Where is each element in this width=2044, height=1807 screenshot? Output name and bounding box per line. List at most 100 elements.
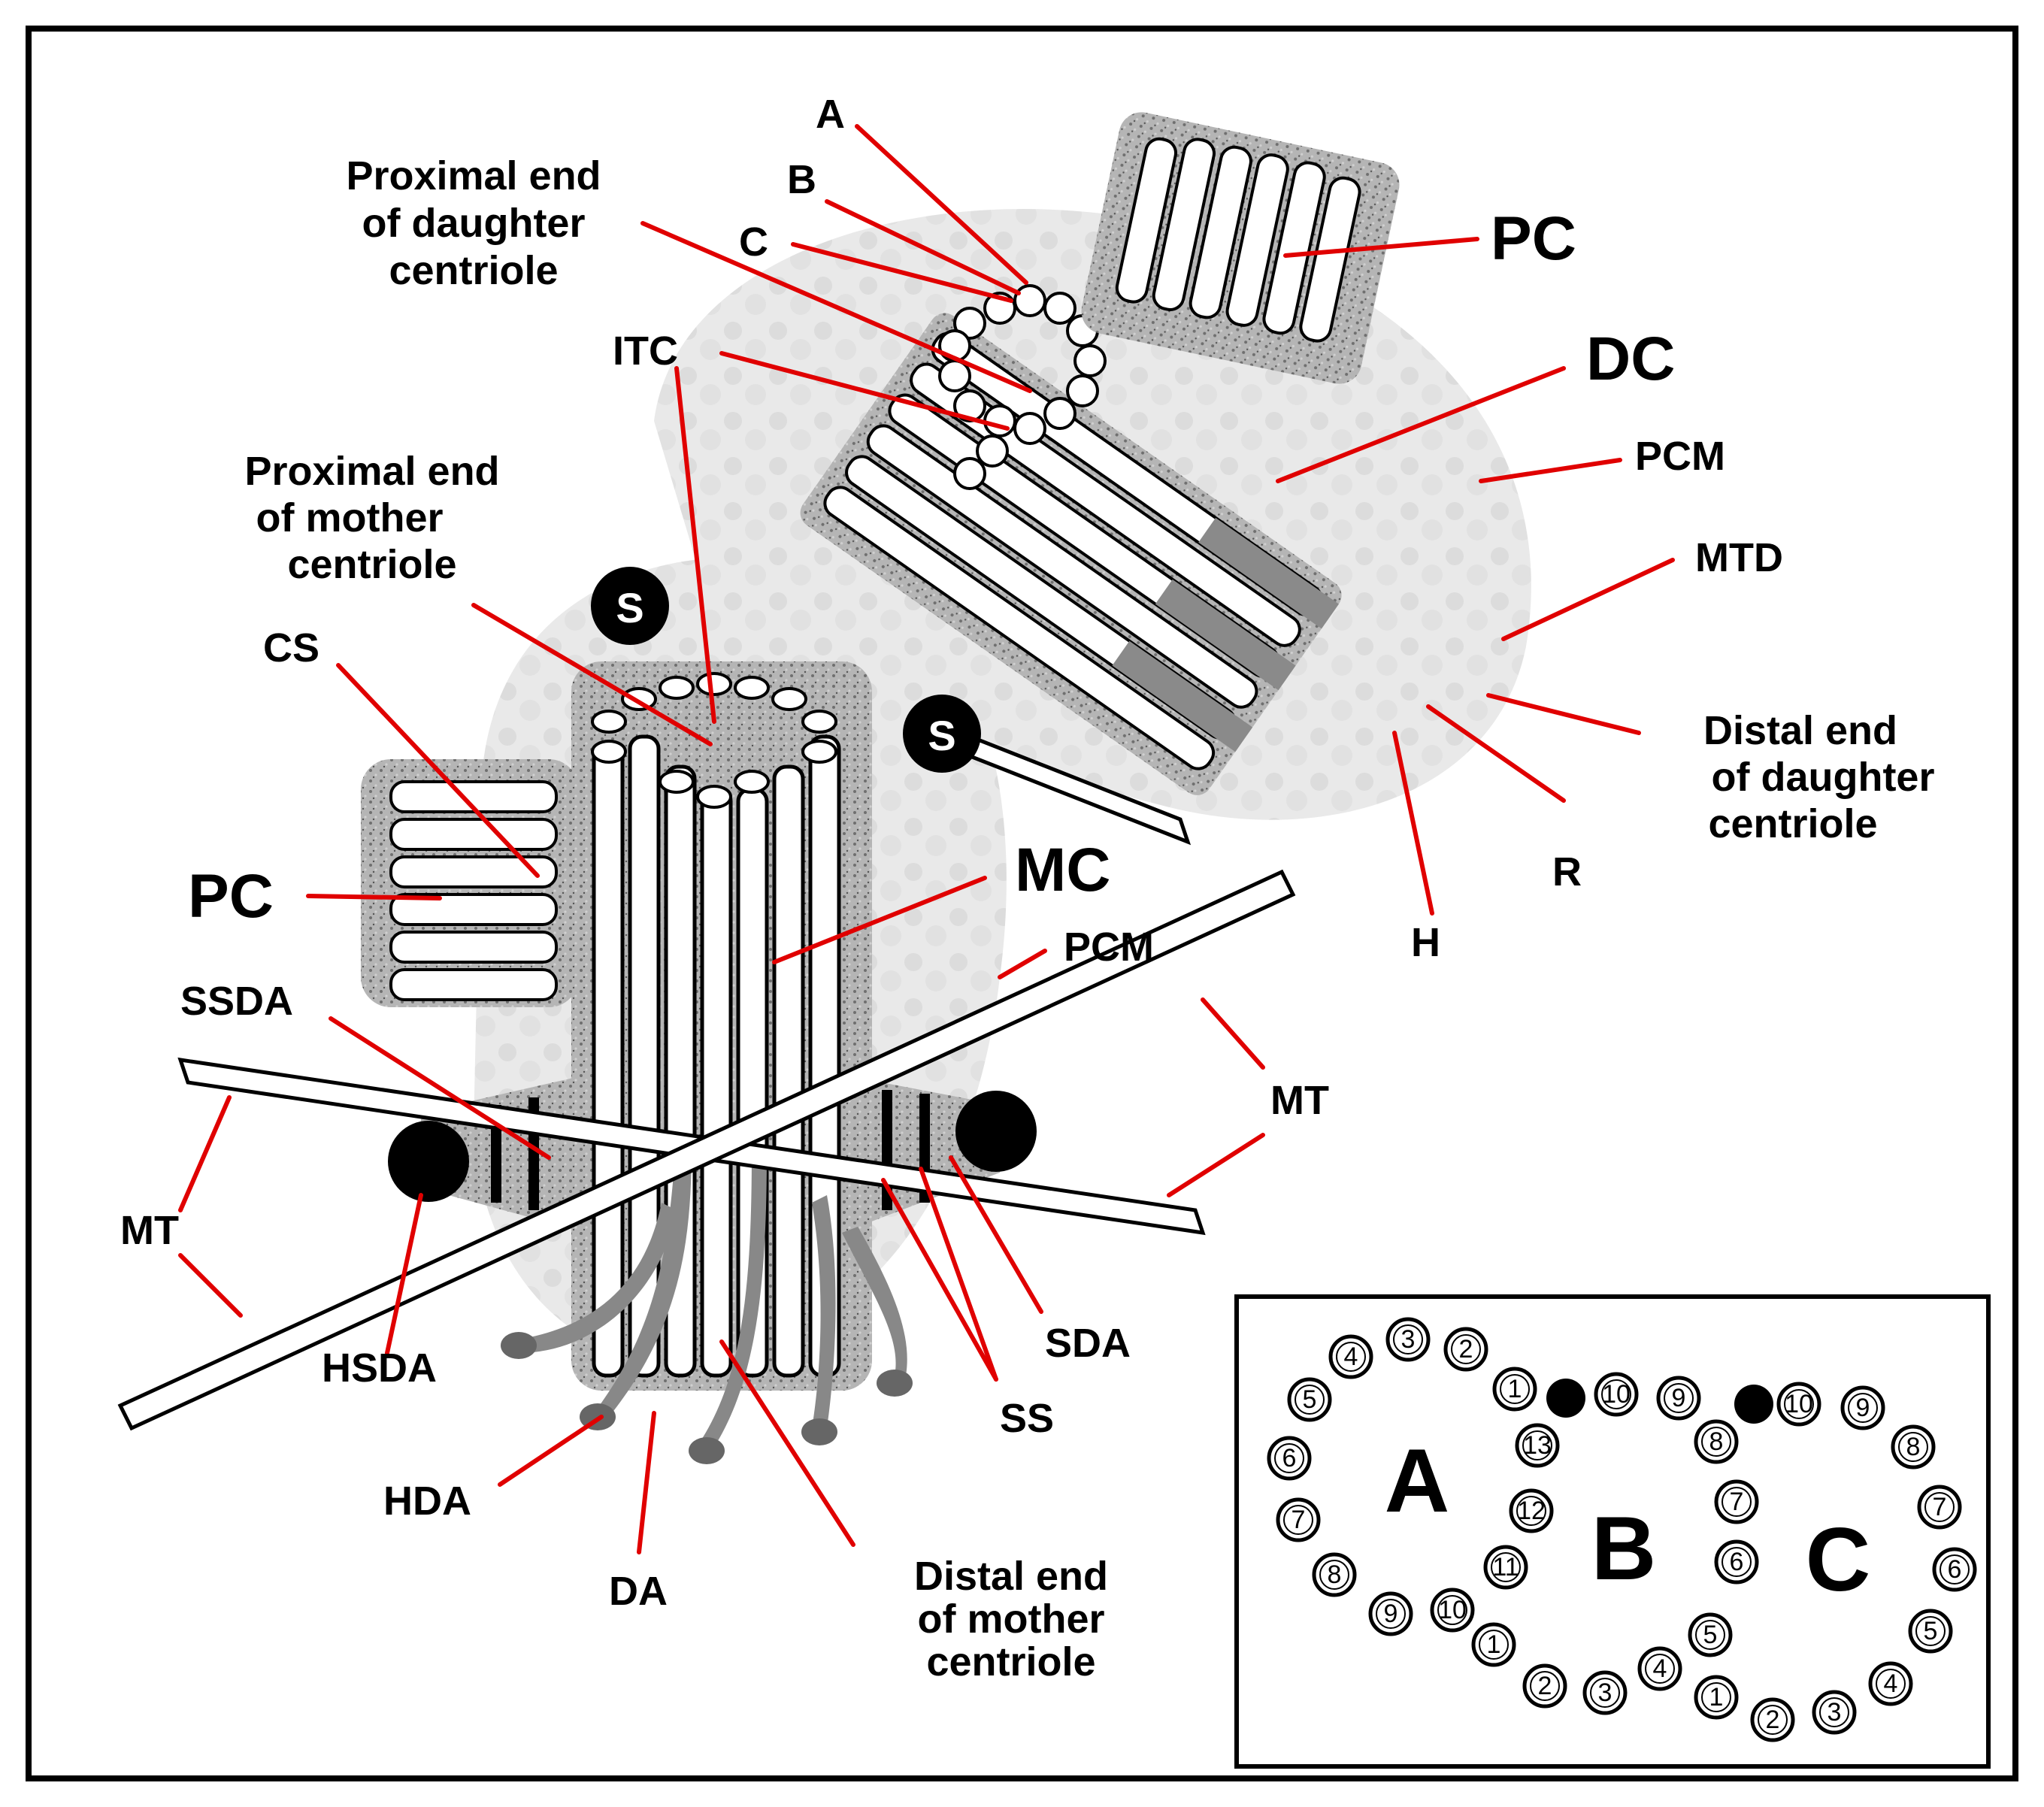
label-hsda: HSDA [322,1345,437,1391]
bc-junction-dot [1734,1385,1773,1424]
ring-b-tubule-inner [1491,1552,1521,1582]
svg-text:Proximal end: Proximal end [346,153,601,198]
svg-text:of mother: of mother [918,1597,1105,1642]
label-proximal-mother: Proximal end of mother centriole [244,449,499,587]
ring-c-tubule-number: 2 [1766,1706,1780,1734]
procentriole-left [361,759,579,1007]
label-mt-left: MT [120,1208,179,1253]
label-pc-top: PC [1491,204,1576,273]
ring-b-tubule-inner [1522,1430,1552,1460]
ring-c-tubule-inner [1848,1393,1878,1423]
ring-a-tubule-number: 7 [1292,1506,1306,1534]
label-proximal-daughter: Proximal end of daughter centriole [346,153,601,293]
ring-c-tubule-inner [1819,1697,1849,1727]
ring-c-tubule-number: 1 [1709,1683,1724,1712]
s-marker-2 [903,695,981,773]
ring-a-tubule-inner [1437,1595,1467,1625]
label-hda: HDA [383,1479,471,1524]
ring-c-tubule-number: 9 [1856,1394,1870,1422]
ring-c-tubule-number: 10 [1785,1390,1813,1418]
label-b: B [787,157,816,202]
ring-b-tubule-number: 6 [1730,1548,1744,1576]
ring-b-tubule-number: 9 [1672,1384,1686,1412]
ring-b-tubule-inner [1530,1671,1560,1701]
ring-c-tubule-inner [1758,1705,1788,1735]
ring-c-tubule-inner [1784,1389,1814,1419]
svg-text:of daughter: of daughter [362,201,586,246]
ring-b-tubule-inner [1664,1383,1694,1413]
label-r: R [1552,849,1582,894]
s-marker-1 [591,567,669,645]
ring-a-tubule-inner [1500,1374,1530,1404]
label-dc: DC [1586,325,1675,393]
ring-a-tubule-number: 1 [1487,1630,1501,1659]
label-mtd: MTD [1695,535,1783,580]
ring-b-tubule-inner [1722,1487,1752,1517]
label-a: A [816,92,845,137]
ring-b-tubule-number: 2 [1538,1672,1552,1700]
label-distal-mother: Distal end of mother centriole [914,1554,1108,1684]
ring-b-tubule-number: 8 [1709,1427,1724,1456]
ring-b-tubule-number: 5 [1703,1621,1718,1649]
label-s-2: S [928,712,955,759]
ring-b-tubule-number: 10 [1602,1380,1631,1409]
ring-b-tubule-number: 4 [1653,1654,1667,1683]
ring-a-tubule-number: 6 [1282,1444,1297,1473]
label-pcm-mid: PCM [1064,925,1154,970]
ring-a-tubule-number: 3 [1401,1325,1416,1354]
procentriole-top [1081,112,1400,384]
mother-centriole [421,661,1000,1464]
ring-a-tubule-inner [1295,1385,1325,1415]
ring-b-tubule-inner [1695,1620,1725,1650]
inset-letter-b: B [1591,1498,1657,1599]
ring-c-tubule-number: 4 [1884,1669,1898,1698]
label-ssda: SSDA [180,979,293,1024]
ring-b-tubule-number: 12 [1517,1497,1546,1525]
ab-junction-dot [1546,1379,1585,1418]
label-s-1: S [616,584,643,631]
ring-a-tubule-inner [1336,1342,1366,1372]
svg-text:of mother: of mother [256,495,444,540]
ring-c-tubule-number: 7 [1933,1493,1947,1521]
svg-text:Proximal end: Proximal end [244,449,499,494]
ring-b-tubule-inner [1722,1547,1752,1577]
ring-a-tubule-number: 1 [1508,1375,1522,1403]
label-c: C [739,219,768,265]
label-sda: SDA [1045,1321,1131,1366]
ring-a-tubule-inner [1274,1443,1304,1473]
svg-text:of daughter: of daughter [1712,755,1935,800]
svg-text:Distal end: Distal end [1703,708,1897,753]
ring-a-tubule-inner [1393,1324,1423,1354]
svg-text:Distal end: Distal end [914,1554,1108,1599]
ring-b-tubule-number: 3 [1598,1678,1612,1707]
ring-c-tubule-inner [1898,1432,1928,1462]
label-itc: ITC [613,328,678,374]
svg-text:centriole: centriole [1708,801,1877,846]
microtubules [117,718,1296,1431]
ring-b-tubule-inner [1701,1427,1731,1457]
ring-a-tubule-inner [1376,1599,1406,1629]
ring-b-tubule-number: 13 [1523,1431,1552,1460]
svg-text:centriole: centriole [287,542,456,587]
svg-text:centriole: centriole [926,1639,1095,1684]
ring-b-tubule-inner [1601,1379,1631,1409]
ring-b-tubule-inner [1516,1496,1546,1526]
ring-a-tubule-number: 5 [1303,1385,1317,1414]
ring-a-tubule-number: 8 [1328,1560,1342,1589]
ring-c-tubule-inner [1915,1616,1946,1646]
label-cs: CS [263,625,319,670]
svg-text:centriole: centriole [389,248,558,293]
ring-c-tubule-number: 8 [1906,1433,1921,1461]
label-pc-left: PC [188,862,274,931]
ring-b-tubule-number: 7 [1730,1488,1744,1516]
ring-c-tubule-inner [1940,1554,1970,1585]
label-pcm-top: PCM [1635,434,1725,479]
ring-a-tubule-number: 4 [1344,1342,1358,1371]
ring-b-tubule-inner [1645,1654,1675,1684]
label-mc: MC [1015,836,1111,904]
ring-b-tubule-number: 11 [1492,1553,1519,1582]
ring-a-tubule-number: 10 [1438,1596,1467,1624]
ring-c-tubule-number: 6 [1948,1555,1962,1584]
